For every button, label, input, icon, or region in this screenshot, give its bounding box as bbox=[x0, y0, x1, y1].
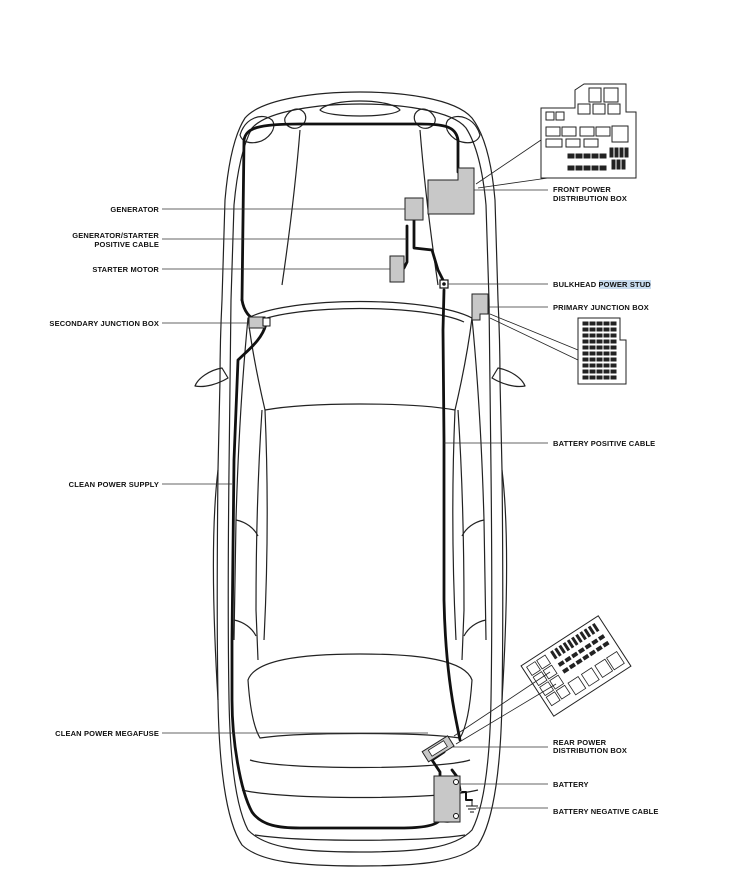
front-fuse-box-detail bbox=[540, 83, 637, 179]
battery-positive-terminal bbox=[453, 779, 459, 785]
label-bulkhead-highlight: POWER STUD bbox=[598, 280, 651, 289]
ground-icon bbox=[466, 800, 478, 813]
label-rear-power-distribution-box-line1: REAR POWER bbox=[553, 738, 607, 747]
front-power-distribution-box bbox=[427, 167, 475, 215]
label-primary-junction-box: PRIMARY JUNCTION BOX bbox=[553, 303, 649, 312]
label-battery-positive-cable: BATTERY POSITIVE CABLE bbox=[553, 439, 656, 448]
secondary-junction-terminal bbox=[262, 317, 271, 327]
primary-junction-box-component bbox=[471, 293, 489, 321]
generator-component bbox=[404, 197, 424, 221]
starter-motor-component bbox=[389, 255, 405, 283]
rear-power-distribution-box-component bbox=[421, 735, 455, 763]
label-battery: BATTERY bbox=[553, 780, 589, 789]
battery-negative-terminal bbox=[453, 813, 459, 819]
label-rear-power-distribution-box-line2: DISTRIBUTION BOX bbox=[553, 746, 628, 755]
label-generator-starter-cable-line1: GENERATOR/STARTER bbox=[72, 231, 159, 240]
label-clean-power-supply: CLEAN POWER SUPPLY bbox=[68, 480, 159, 489]
label-secondary-junction-box: SECONDARY JUNCTION BOX bbox=[49, 319, 159, 328]
label-battery-negative-cable: BATTERY NEGATIVE CABLE bbox=[553, 807, 659, 816]
primary-fuse-box-detail bbox=[577, 317, 627, 385]
label-generator-starter-cable-line2: POSITIVE CABLE bbox=[94, 240, 159, 249]
rear-fuse-callout-lines bbox=[453, 671, 557, 745]
rear-fuse-box-detail bbox=[520, 615, 632, 717]
label-starter-motor: STARTER MOTOR bbox=[92, 265, 159, 274]
front-fuse-callout-lines bbox=[475, 139, 549, 189]
bulkhead-stud-terminal bbox=[442, 282, 446, 286]
label-generator: GENERATOR bbox=[110, 205, 159, 214]
car-body-outline bbox=[194, 91, 526, 867]
label-clean-power-megafuse: CLEAN POWER MEGAFUSE bbox=[55, 729, 159, 738]
wiring-harness bbox=[230, 122, 473, 830]
label-bulkhead-power-stud: BULKHEAD POWER STUD bbox=[553, 280, 651, 289]
primary-fuse-callout-lines bbox=[489, 313, 579, 361]
label-front-power-distribution-box-line2: DISTRIBUTION BOX bbox=[553, 194, 628, 203]
leader-lines bbox=[162, 189, 548, 809]
label-front-power-distribution-box-line1: FRONT POWER bbox=[553, 185, 611, 194]
label-bulkhead-prefix: BULKHEAD bbox=[553, 280, 599, 289]
